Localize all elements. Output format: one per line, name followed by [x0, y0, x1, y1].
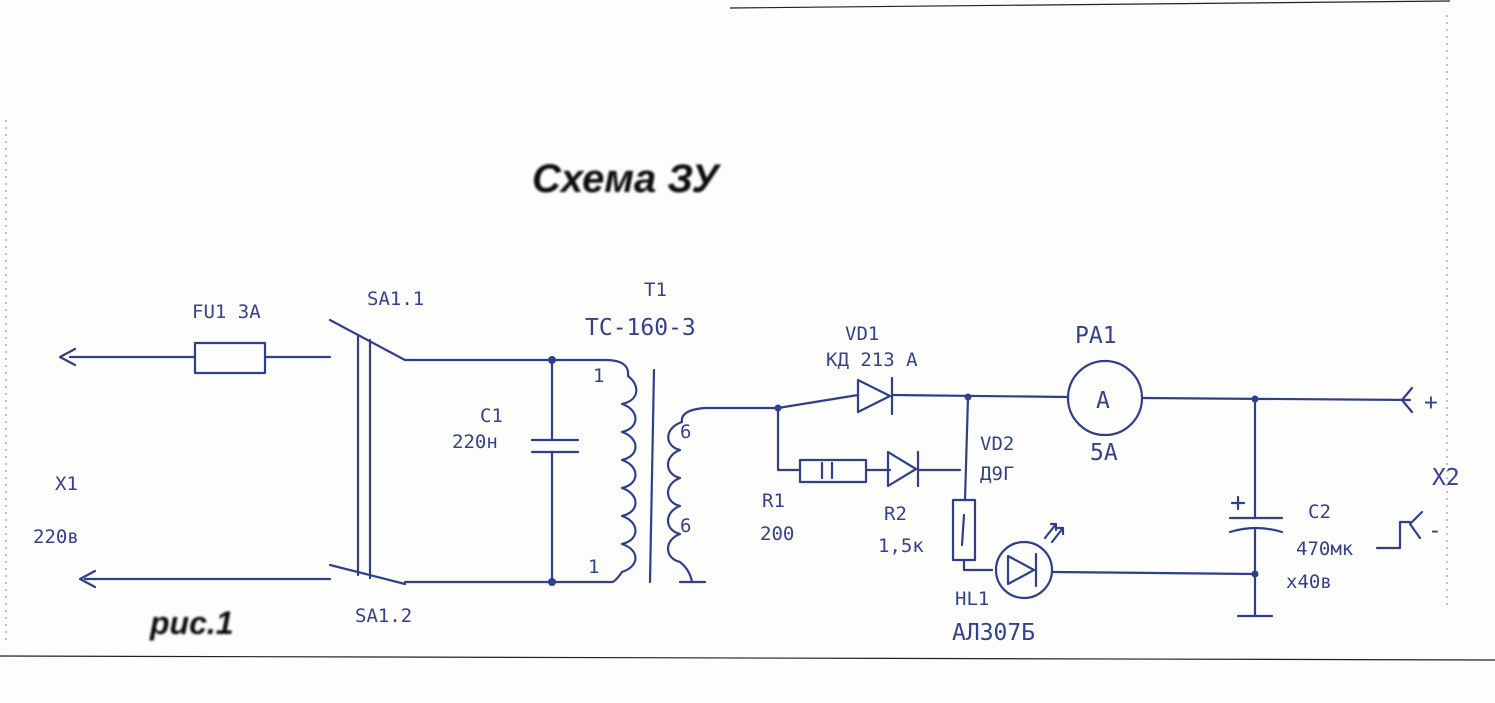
r1-value-label: 200	[760, 523, 794, 545]
primary-rails	[403, 358, 614, 584]
pin-1-top-label: 1	[593, 365, 604, 387]
cap1-ref-label: C1	[480, 405, 503, 427]
diode-vd1	[856, 376, 894, 416]
transformer-type-label: ТС-160-3	[585, 315, 696, 341]
output-rail	[1140, 396, 1412, 402]
ammeter-range-label: 5A	[1090, 440, 1118, 466]
resistor-r1-mark	[820, 461, 834, 480]
led-ref-label: HL1	[955, 588, 989, 610]
vd2-type-label: Д9Г	[980, 463, 1014, 485]
ammeter-ref-label: PA1	[1075, 323, 1117, 349]
switch-top-label: SA1.1	[367, 288, 424, 310]
cap2-ref-label: C2	[1308, 501, 1331, 523]
pin-6-bottom-label: 6	[680, 515, 691, 537]
figure-label: рис.1	[149, 605, 234, 641]
output-minus-label: -	[1428, 518, 1442, 544]
switch-sa1	[328, 318, 407, 586]
vd2-ref-label: VD2	[980, 433, 1014, 455]
transformer-t1	[603, 358, 707, 584]
scan-edge-bottom	[0, 655, 1495, 661]
output-connector-label: X2	[1432, 465, 1460, 491]
scan-edge-top	[729, 0, 1451, 9]
led-hl1	[994, 522, 1065, 600]
fuse-fu1	[193, 341, 267, 375]
r2-ref-label: R2	[884, 503, 907, 525]
resistor-r1	[798, 458, 868, 484]
junction	[1251, 395, 1259, 403]
output-plus-arrow	[1400, 386, 1414, 414]
cap2-voltage-label: х40в	[1286, 571, 1332, 593]
pin-6-top-label: 6	[680, 421, 691, 443]
led-type-label: АЛ307Б	[952, 620, 1035, 646]
fuse-label: FU1 3A	[192, 301, 261, 323]
junction	[964, 393, 972, 401]
vd1-ref-label: VD1	[845, 323, 879, 345]
input-voltage-label: 220в	[33, 526, 79, 548]
cap2-value-label: 470мк	[1296, 538, 1354, 560]
input-connector-label: X1	[55, 473, 78, 495]
diode-vd2	[886, 450, 920, 488]
junction	[1251, 570, 1259, 578]
resistor-r2-mark	[960, 513, 966, 547]
switch-bottom-label: SA1.2	[355, 605, 412, 627]
r2-value-label: 1,5к	[878, 535, 924, 557]
pin-1-bottom-label: 1	[588, 556, 599, 578]
cap1-value-label: 220н	[452, 431, 498, 453]
r1-ref-label: R1	[762, 490, 785, 512]
input-wires	[58, 347, 332, 589]
output-plus-label: +	[1424, 390, 1438, 416]
transformer-ref-label: T1	[644, 279, 667, 301]
secondary-wires	[703, 393, 1070, 502]
output-minus-terminal	[1375, 510, 1424, 550]
schematic-title: Схема ЗУ	[532, 157, 722, 201]
capacitor-c1	[530, 358, 580, 584]
junction	[774, 404, 782, 412]
ammeter-symbol: A	[1096, 388, 1110, 414]
vd1-type-label: КД 213 А	[826, 349, 918, 371]
